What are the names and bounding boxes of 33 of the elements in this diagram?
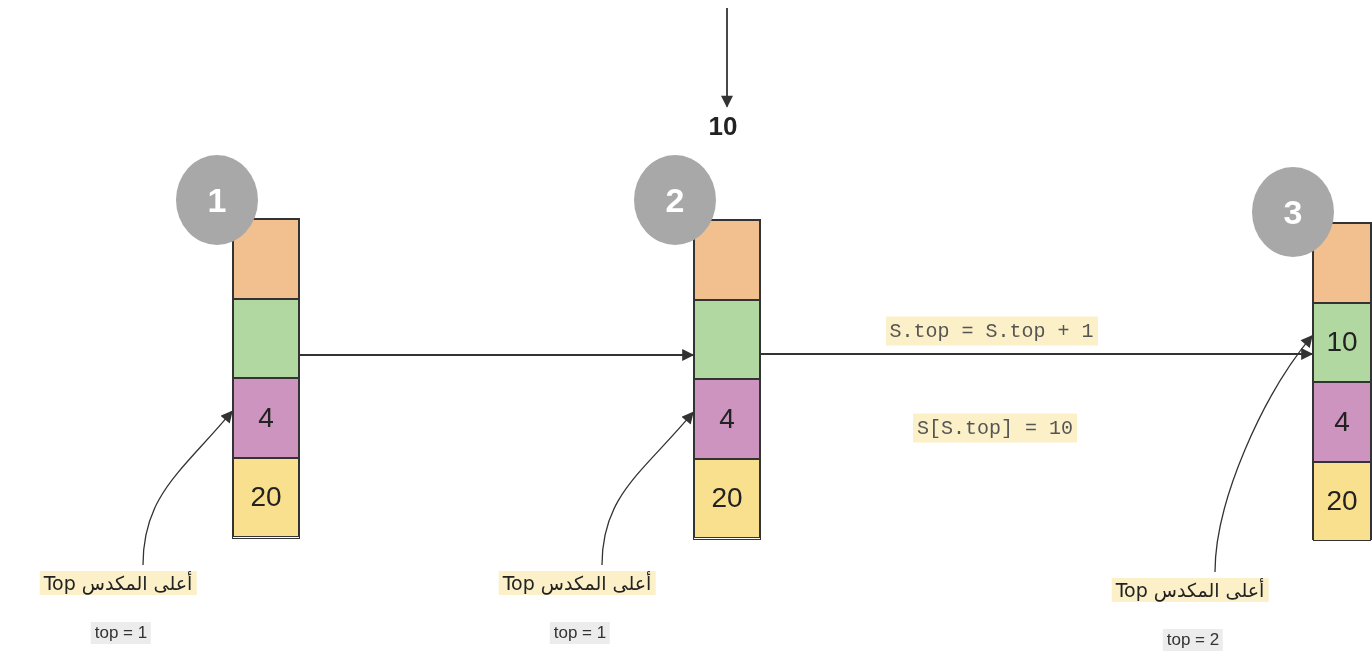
step-number-circle: 2 [634, 155, 716, 245]
value-label: 10 [708, 110, 738, 142]
stack-cell: 4 [1313, 382, 1371, 462]
step-number-circle: 1 [176, 155, 258, 245]
stack-cell: 20 [1313, 461, 1371, 541]
stack-cell [694, 299, 760, 379]
leader-line [601, 411, 694, 566]
value-tag: top = 1 [90, 622, 152, 644]
stack-cell: 20 [233, 457, 299, 537]
stack-cell: 4 [233, 378, 299, 458]
stack-cell: 20 [694, 458, 760, 538]
arrow [760, 348, 1314, 360]
stack-frame [1312, 222, 1372, 540]
stack-cell: 4 [694, 379, 760, 459]
top-label: أعلى المكدس Top [1111, 578, 1269, 602]
code-label: S[S.top] = 10 [913, 413, 1077, 443]
stack-cell [233, 298, 299, 378]
stack-frame [232, 218, 300, 539]
stack-cell: 10 [1313, 302, 1371, 382]
top-label: أعلى المكدس Top [39, 571, 197, 595]
step-number-circle: 3 [1252, 167, 1334, 257]
value-tag: top = 2 [1162, 629, 1224, 651]
arrow [299, 349, 695, 361]
stack-frame [693, 219, 761, 540]
arrow [721, 7, 733, 108]
value-tag: top = 1 [549, 622, 611, 644]
leader-line [142, 410, 233, 566]
stack-cell [694, 220, 760, 300]
leader-line [1214, 334, 1313, 573]
edge-label: S.top = S.top + 1 [885, 316, 1098, 346]
top-label: أعلى المكدس Top [498, 571, 656, 595]
stack-cell [233, 219, 299, 299]
stack-cell [1313, 223, 1371, 303]
